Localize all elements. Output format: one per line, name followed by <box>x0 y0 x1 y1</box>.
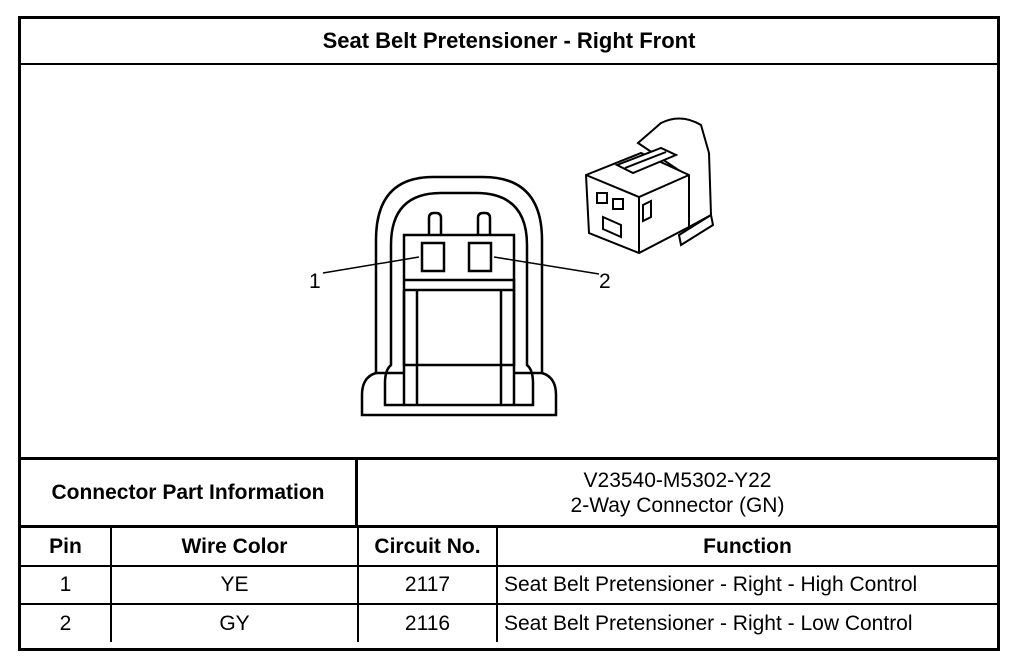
connector-diagram: 1 2 <box>21 65 997 457</box>
connector-iso-illustration <box>584 117 715 255</box>
table-header-row: Pin Wire Color Circuit No. Function <box>21 528 997 567</box>
header-wire-color: Wire Color <box>110 528 359 567</box>
connector-part-info-label: Connector Part Information <box>21 460 358 525</box>
connector-outer-outline <box>360 175 558 417</box>
cell-function: Seat Belt Pretensioner - Right - Low Con… <box>496 603 997 642</box>
pin-2-leader <box>493 256 600 275</box>
pin-1-cavity <box>420 241 446 273</box>
cell-wire-color: GY <box>110 603 359 642</box>
connector-inner-outline <box>383 191 535 407</box>
connector-part-info: Connector Part Information V23540-M5302-… <box>21 457 997 528</box>
connector-end-view-sheet: Seat Belt Pretensioner - Right Front <box>18 16 1000 651</box>
header-circuit: Circuit No. <box>357 528 498 567</box>
top-tab-right <box>476 211 492 235</box>
pin-2-cavity <box>467 241 493 273</box>
cell-circuit: 2116 <box>357 603 498 642</box>
pin-1-label: 1 <box>309 270 321 293</box>
cell-circuit: 2117 <box>357 565 498 605</box>
pin-2-label: 2 <box>599 270 611 293</box>
cell-wire-color: YE <box>110 565 359 605</box>
connector-description: 2-Way Connector (GN) <box>570 493 785 517</box>
key-slot <box>402 278 516 405</box>
header-pin: Pin <box>21 528 112 567</box>
connector-drawing <box>322 117 715 417</box>
header-function: Function <box>496 528 997 567</box>
key-slot-inner <box>415 290 503 405</box>
terminal-frame <box>402 233 516 367</box>
table-row: 2 GY 2116 Seat Belt Pretensioner - Right… <box>21 603 997 642</box>
cell-pin: 1 <box>21 565 112 605</box>
connector-part-number: V23540-M5302-Y22 <box>583 468 772 492</box>
cell-function: Seat Belt Pretensioner - Right - High Co… <box>496 565 997 605</box>
top-tab-left <box>427 211 443 235</box>
page-title: Seat Belt Pretensioner - Right Front <box>21 19 997 65</box>
connector-part-info-value: V23540-M5302-Y22 2-Way Connector (GN) <box>358 460 997 525</box>
pinout-table: Pin Wire Color Circuit No. Function 1 YE… <box>21 528 997 642</box>
cell-pin: 2 <box>21 603 112 642</box>
table-row: 1 YE 2117 Seat Belt Pretensioner - Right… <box>21 565 997 605</box>
pin-1-leader <box>322 256 420 274</box>
